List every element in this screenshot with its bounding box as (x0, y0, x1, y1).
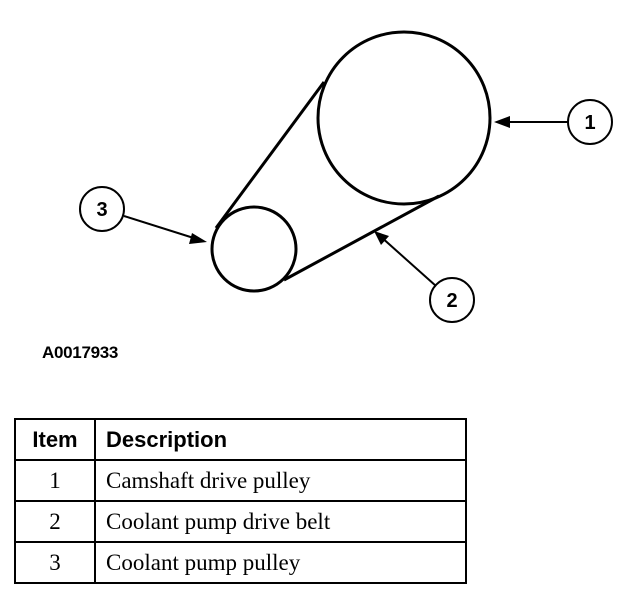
drive-belt-lower (283, 194, 440, 282)
legend-item-number: 3 (14, 541, 96, 584)
legend-item-number: 2 (14, 500, 96, 543)
table-row: 2 Coolant pump drive belt (14, 500, 467, 543)
callout-1-number: 1 (584, 112, 595, 134)
camshaft-pulley (316, 30, 492, 206)
legend-header-row: Item Description (14, 418, 467, 461)
legend-item-number: 1 (14, 459, 96, 502)
callout-3-arrowhead (189, 233, 207, 244)
table-row: 1 Camshaft drive pulley (14, 459, 467, 502)
callout-2-arrowhead (374, 231, 389, 245)
legend-item-description: Coolant pump pulley (94, 541, 467, 584)
callout-3-leader (123, 215, 201, 241)
legend-item-description: Camshaft drive pulley (94, 459, 467, 502)
callout-3-number: 3 (96, 199, 107, 221)
legend-item-description: Coolant pump drive belt (94, 500, 467, 543)
figure-id: A0017933 (42, 343, 119, 362)
legend-header-description: Description (94, 418, 467, 461)
legend-header-item: Item (14, 418, 96, 461)
callout-2-leader (379, 235, 437, 287)
drive-belt-upper (214, 81, 326, 229)
callout-1-circle (567, 99, 613, 145)
callout-3: 3 (79, 186, 207, 244)
callout-1: 1 (494, 99, 613, 145)
callout-2-number: 2 (446, 290, 457, 312)
coolant-pump-pulley (210, 205, 298, 293)
legend-table: Item Description 1 Camshaft drive pulley… (14, 418, 467, 584)
callout-3-circle (79, 186, 125, 232)
callout-1-arrowhead (494, 116, 510, 128)
table-row: 3 Coolant pump pulley (14, 541, 467, 584)
callout-2-circle (429, 277, 475, 323)
callout-2: 2 (374, 231, 475, 323)
